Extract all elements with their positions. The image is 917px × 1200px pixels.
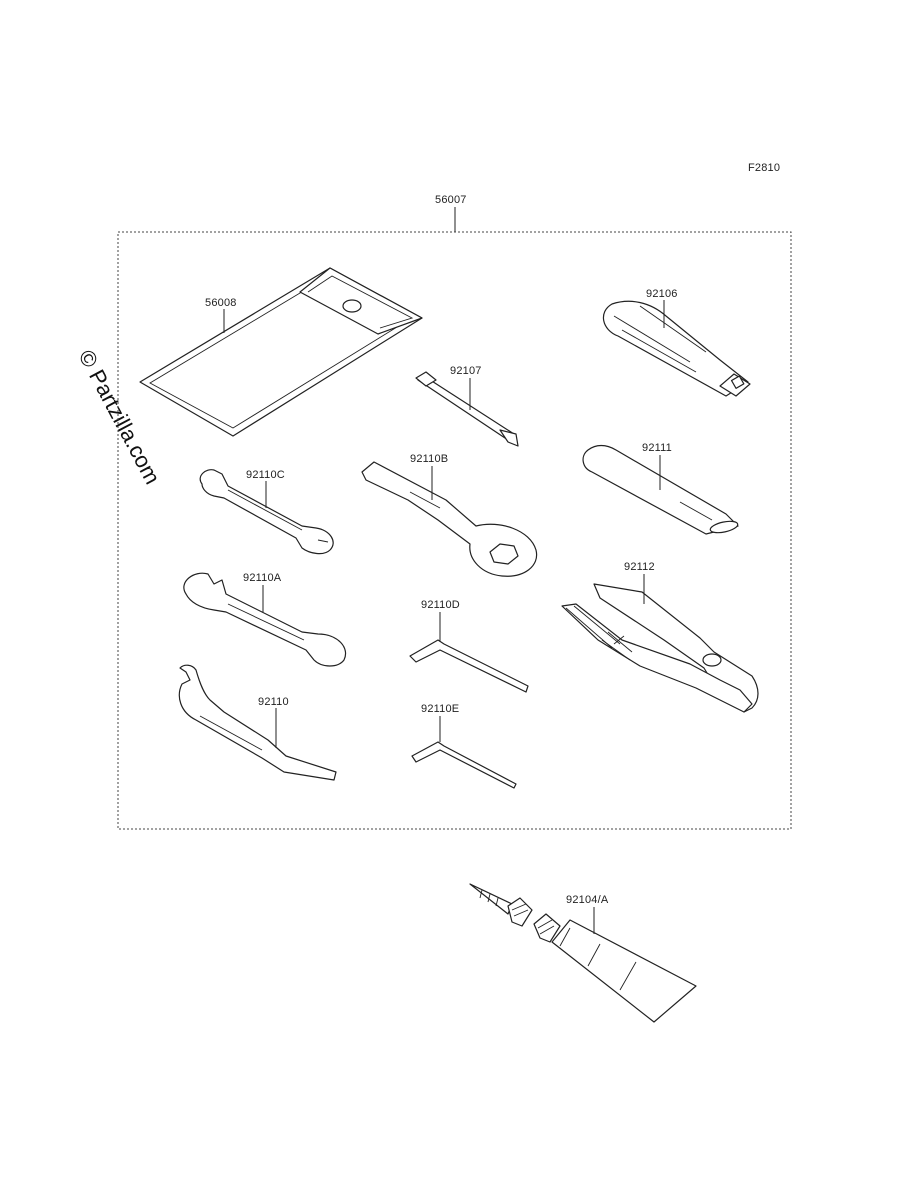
open-end-wrench-small-drawing: [199, 469, 334, 555]
screwdriver-handle-drawing: [602, 300, 751, 397]
label-92110B[interactable]: 92110B: [410, 453, 448, 465]
hex-key-large-drawing: [409, 639, 529, 693]
open-end-wrench-large-drawing: [183, 572, 347, 667]
watermark-text: © Partzilla.com: [74, 346, 166, 489]
label-92112[interactable]: 92112: [624, 561, 655, 573]
pliers-drawing: [561, 583, 759, 713]
figure-code: F2810: [748, 162, 780, 174]
label-92104A[interactable]: 92104/A: [566, 894, 609, 906]
label-92106[interactable]: 92106: [646, 288, 678, 300]
label-56008[interactable]: 56008: [205, 297, 237, 309]
hex-key-small-drawing: [411, 741, 517, 789]
ring-wrench-drawing: [361, 461, 538, 577]
repair-kit-drawing: [469, 883, 697, 1023]
tool-bag-drawing: [139, 267, 423, 437]
label-92110[interactable]: 92110: [258, 696, 289, 708]
label-56007[interactable]: 56007: [435, 194, 467, 206]
label-92110D[interactable]: 92110D: [421, 599, 460, 611]
tool-kit-boundary: [117, 231, 792, 830]
screwdriver-bit-drawing: [415, 371, 519, 447]
extension-tube-drawing: [582, 444, 739, 535]
label-92110E[interactable]: 92110E: [421, 703, 459, 715]
label-92110C[interactable]: 92110C: [246, 469, 285, 481]
pin-spanner-drawing: [178, 664, 337, 781]
label-92107[interactable]: 92107: [450, 365, 482, 377]
label-92111[interactable]: 92111: [642, 442, 672, 454]
label-92110A[interactable]: 92110A: [243, 572, 282, 584]
